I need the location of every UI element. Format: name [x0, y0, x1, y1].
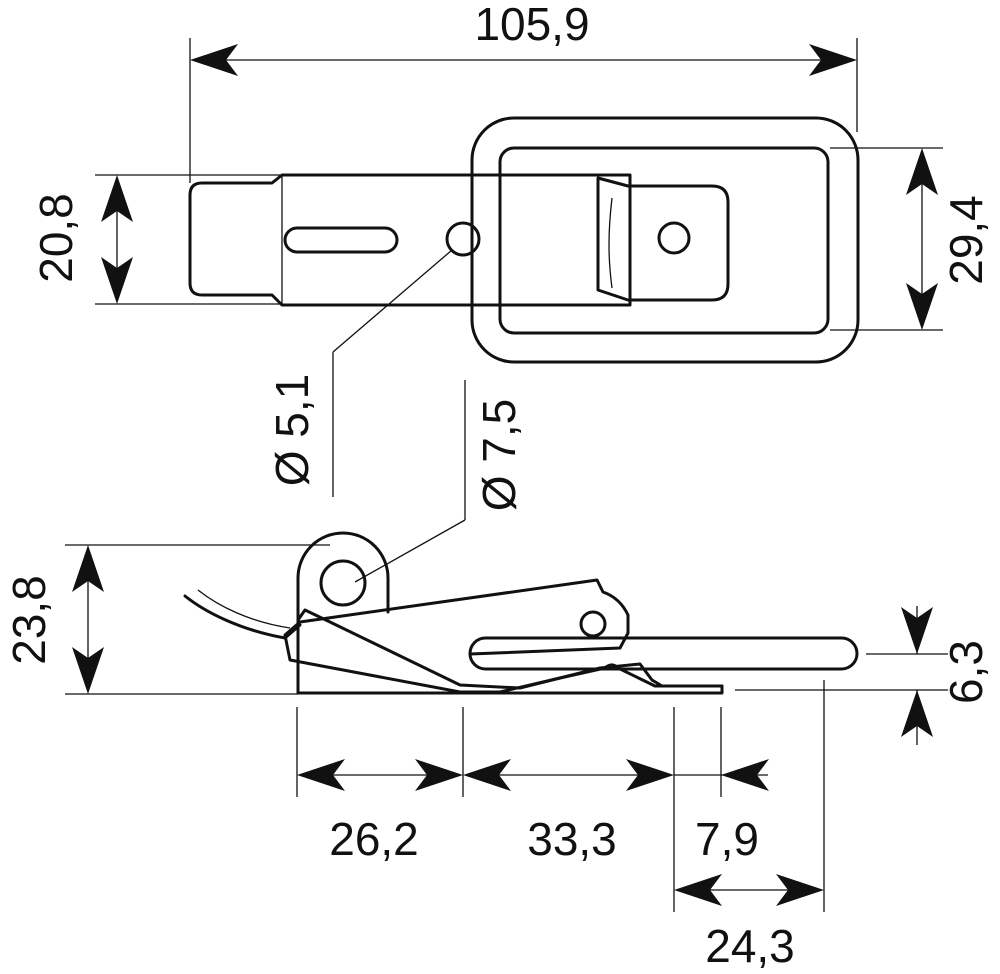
arrow-head-down: [72, 647, 104, 694]
leader-line-hole-small: [332, 249, 453, 353]
dim-label-keeper-thickness: 6,3: [940, 640, 992, 704]
arrow-head-down: [901, 607, 933, 654]
leader-line-hole-large: [354, 519, 466, 583]
arrow-head-left: [190, 44, 238, 76]
arrow-head-right: [776, 874, 824, 906]
dim-label-body-height: 20,8: [30, 193, 82, 283]
hinge-hole: [319, 559, 367, 607]
hinge-knuckle: [296, 531, 390, 630]
keeper-outer-frame: [470, 116, 860, 364]
tongue-bend-line: [608, 197, 613, 289]
side-view: Ø 7,5 23,8 6,3: [3, 380, 992, 972]
dim-label-segment-b: 33,3: [527, 813, 617, 865]
dim-label-keeper-offset: 24,3: [705, 920, 795, 972]
latch-tongue: [596, 176, 730, 302]
arrow-head-left: [463, 759, 511, 791]
dim-label-side-height: 23,8: [3, 575, 55, 665]
spring-lever: [183, 594, 302, 640]
lever-pivot-hole: [579, 610, 607, 638]
arrow-head-left: [721, 759, 769, 791]
arrow-head-up: [901, 690, 933, 737]
arrow-head-left: [297, 759, 345, 791]
lever-arm: [283, 578, 724, 694]
arrow-head-down: [906, 283, 938, 330]
lever-hole: [445, 221, 481, 257]
dim-label-hole-large: Ø 7,5: [473, 399, 525, 512]
arrow-head-up: [72, 545, 104, 592]
dim-label-segment-a: 26,2: [329, 813, 419, 865]
dim-label-keeper-height: 29,4: [940, 195, 992, 285]
arrow-head-up: [101, 175, 133, 222]
keeper-inner-frame: [498, 146, 830, 335]
arrow-head-up: [906, 148, 938, 195]
dim-label-segment-c: 7,9: [695, 813, 759, 865]
lever-body: [188, 173, 632, 307]
tongue-hole: [657, 221, 691, 255]
lever-slot: [283, 226, 399, 254]
spring-lever-inner: [197, 589, 291, 629]
dim-label-overall-length: 105,9: [474, 0, 589, 50]
arrow-head-left: [674, 874, 722, 906]
arrow-head-right: [626, 759, 674, 791]
arrow-head-right: [809, 44, 857, 76]
keeper-side-bar: [468, 636, 859, 671]
arrow-head-down: [101, 257, 133, 304]
top-view: 105,9 20,8 29,4 Ø 5,1: [30, 0, 992, 497]
arrow-head-right: [415, 759, 463, 791]
dim-label-hole-small: Ø 5,1: [266, 374, 318, 487]
